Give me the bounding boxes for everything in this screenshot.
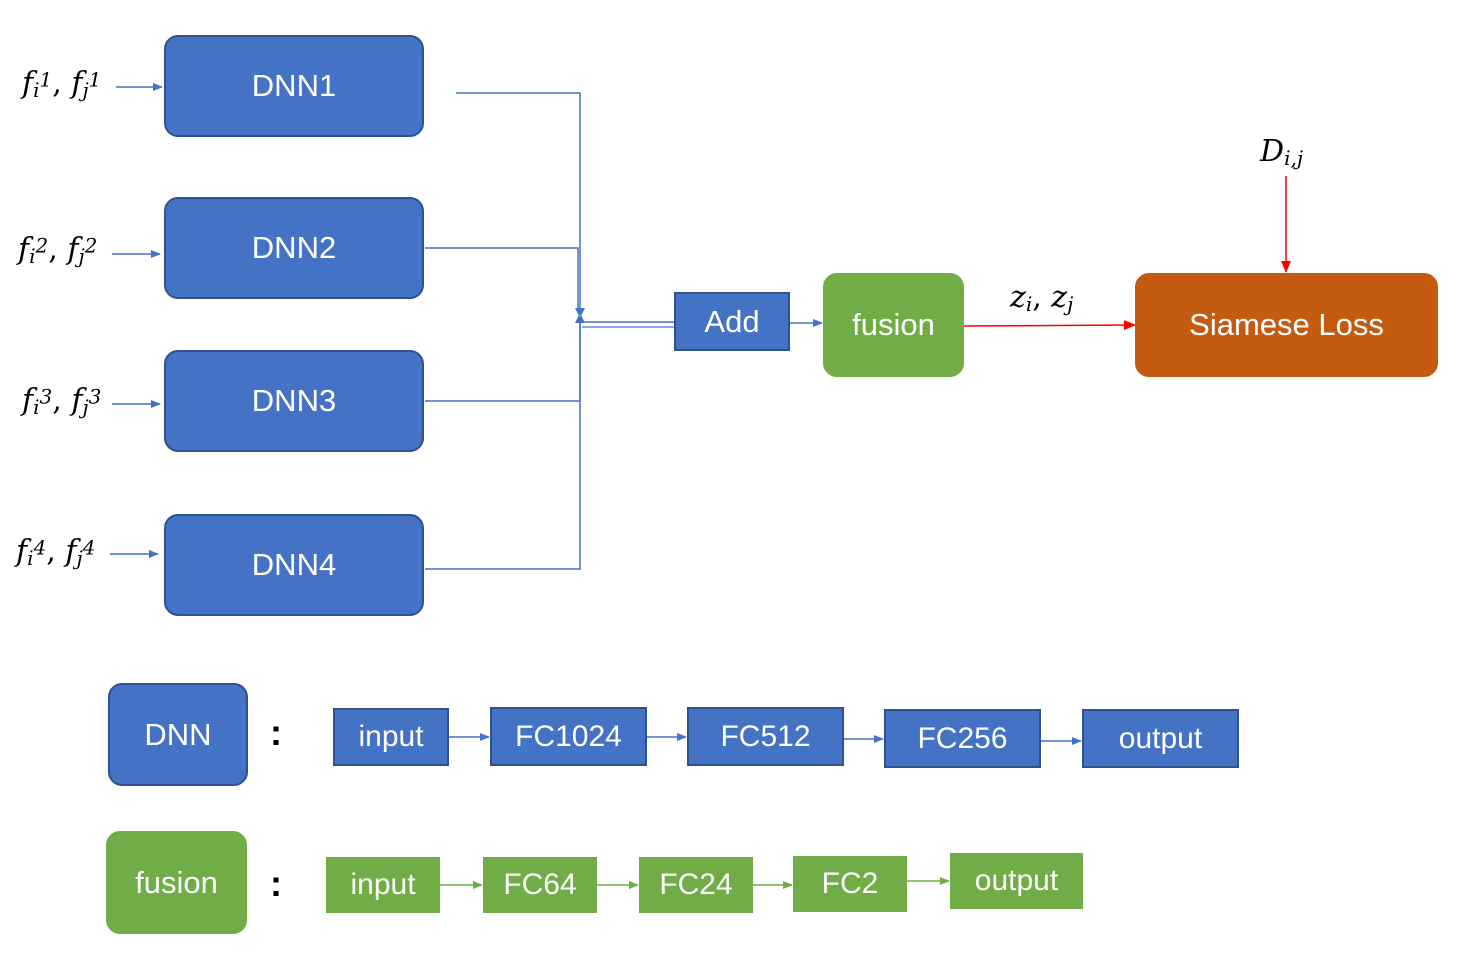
dnn1-connector — [456, 92, 581, 320]
fusion-layer-fc64-label: FC64 — [503, 868, 577, 901]
input-label-3: fi3, fj3 — [22, 383, 102, 420]
fusion-layer-fc64: FC64 — [483, 857, 597, 913]
fusion-layer-output-label: output — [974, 864, 1059, 897]
dnn-layer-output: output — [1082, 709, 1239, 768]
fusion-layer-fc24: FC24 — [639, 857, 753, 913]
dnn-layer-fc256: FC256 — [884, 709, 1041, 768]
add-label: Add — [704, 303, 760, 339]
d-label: Di,j — [1260, 134, 1304, 171]
dnn3-label: DNN3 — [251, 383, 337, 418]
fusion-layer-output: output — [950, 853, 1083, 909]
dnn-layer-fc512: FC512 — [687, 707, 844, 766]
fusion-legend-colon: : — [270, 863, 282, 904]
dnn2-label: DNN2 — [251, 230, 337, 265]
merge-point-marker — [575, 308, 585, 323]
siamese-loss-block: Siamese Loss — [1135, 273, 1438, 377]
dnn-legend-block: DNN — [108, 683, 248, 786]
input-label-4: fi4, fj4 — [16, 534, 96, 571]
input-label-2: fi2, fj2 — [18, 232, 98, 269]
dnn4-connector — [425, 320, 581, 570]
dnn-layer-fc1024: FC1024 — [490, 707, 647, 766]
fusion-layer-input-label: input — [350, 868, 416, 901]
fusion-legend-label: fusion — [135, 864, 218, 900]
dnn-layer-fc1024-label: FC1024 — [515, 719, 622, 753]
dnn-layer-input-label: input — [358, 720, 424, 753]
dnn3-block: DNN3 — [164, 350, 424, 452]
dnn4-block: DNN4 — [164, 514, 424, 616]
dnn-layer-input: input — [333, 708, 449, 766]
dnn2-block: DNN2 — [164, 197, 424, 299]
dnn-legend-label: DNN — [144, 716, 212, 752]
fusion-layer-fc2: FC2 — [793, 856, 907, 912]
fusion-to-loss-arrow — [963, 320, 1136, 331]
dnn1-label: DNN1 — [251, 68, 337, 103]
dnn-legend-colon: : — [270, 712, 282, 753]
add-block: Add — [674, 292, 790, 351]
z-label: zi, zj — [1010, 280, 1074, 317]
fusion-layer-input: input — [326, 857, 440, 913]
input-label-1: fi1, fj1 — [22, 66, 102, 103]
dnn-layer-fc512-label: FC512 — [720, 719, 811, 753]
dnn2-connector — [425, 247, 579, 312]
fusion-layer-fc2-label: FC2 — [821, 867, 879, 900]
dnn3-connector — [425, 320, 581, 402]
siamese-loss-label: Siamese Loss — [1189, 307, 1384, 342]
dnn4-label: DNN4 — [251, 547, 337, 582]
fusion-block: fusion — [823, 273, 964, 377]
fusion-layer-fc24-label: FC24 — [659, 868, 733, 901]
fusion-legend-block: fusion — [106, 831, 247, 934]
dnn-layer-output-label: output — [1118, 721, 1203, 755]
dnn-layer-fc256-label: FC256 — [917, 721, 1008, 755]
fusion-label: fusion — [852, 307, 935, 342]
dnn1-block: DNN1 — [164, 35, 424, 137]
